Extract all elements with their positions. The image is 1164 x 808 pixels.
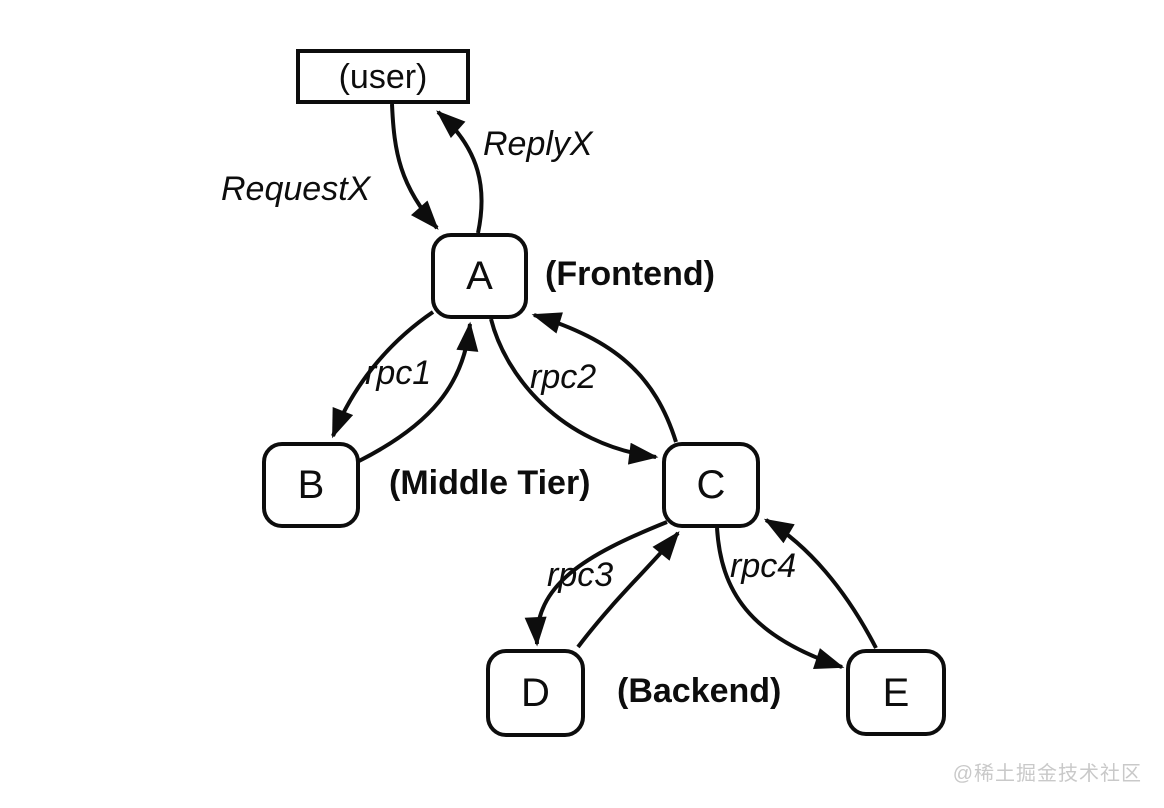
edge-d-to-c-rpc3-return xyxy=(576,531,680,649)
edge-b-to-a-rpc1-return xyxy=(358,321,479,463)
edge-label-replyx: ReplyX xyxy=(483,125,593,163)
tier-label-middle-tier: (Middle Tier) xyxy=(389,464,591,502)
node-b: B xyxy=(262,442,360,528)
edge-c-to-d-rpc3-call xyxy=(524,520,668,647)
node-e: E xyxy=(846,649,946,736)
edge-label-rpc2: rpc2 xyxy=(530,358,597,396)
edge-a-to-b-rpc1-call xyxy=(331,310,435,439)
node-e-label: E xyxy=(882,670,910,715)
edge-c-to-e-rpc4-call xyxy=(715,527,845,670)
node-a-label: A xyxy=(466,254,493,298)
node-a: A xyxy=(431,233,528,319)
node-d-label: D xyxy=(521,671,550,715)
edge-a-to-user-reply xyxy=(436,110,484,234)
tier-label-backend: (Backend) xyxy=(617,672,782,710)
watermark-text: @稀土掘金技术社区 xyxy=(952,763,1142,785)
edge-user-to-a-request xyxy=(390,103,439,230)
edge-label-rpc4: rpc4 xyxy=(730,547,797,585)
node-user-label: (user) xyxy=(338,57,428,96)
node-c-label: C xyxy=(696,463,726,507)
node-c: C xyxy=(662,442,760,528)
node-user: (user) xyxy=(296,49,470,104)
edge-label-rpc3: rpc3 xyxy=(547,556,614,594)
node-d: D xyxy=(486,649,585,737)
tier-label-frontend: (Frontend) xyxy=(545,255,715,293)
edge-label-requestx: RequestX xyxy=(221,170,371,208)
node-b-label: B xyxy=(297,463,325,507)
edge-label-rpc1: rpc1 xyxy=(365,354,432,392)
edge-a-to-c-rpc2-call xyxy=(489,318,659,465)
edge-e-to-c-rpc4-return xyxy=(763,518,878,649)
edge-c-to-a-rpc2-return xyxy=(531,312,678,443)
